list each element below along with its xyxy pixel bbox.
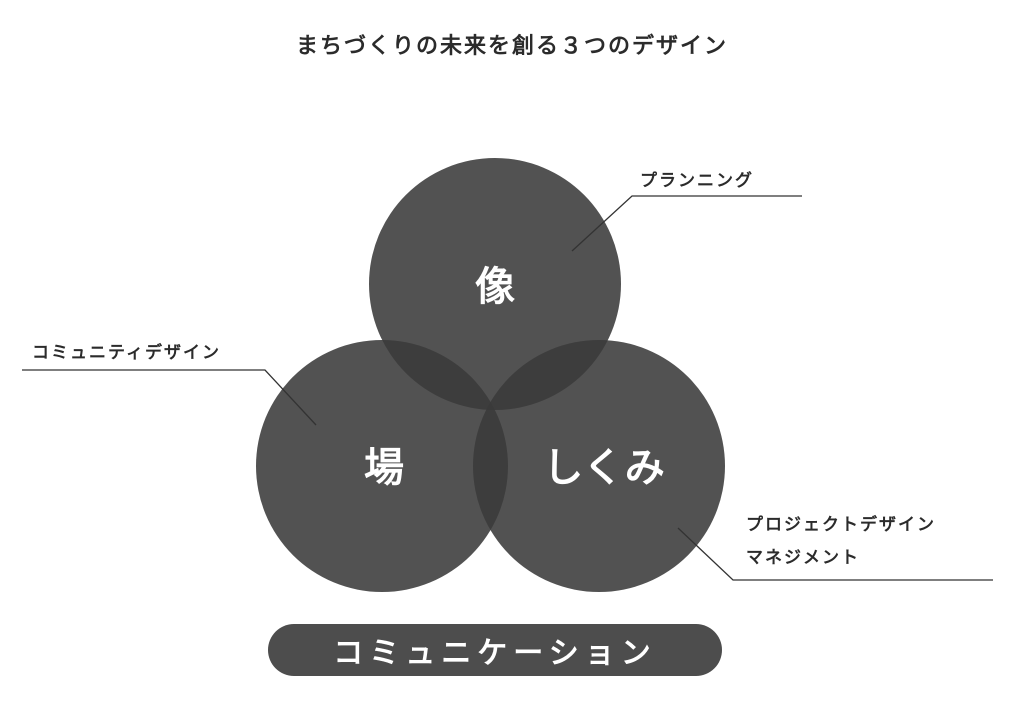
circle-right — [473, 340, 725, 592]
callout-label-project-line2: マネジメント — [746, 548, 860, 568]
circle-label-top: 像 — [475, 264, 515, 310]
circle-label-right: しくみ — [543, 445, 665, 491]
callout-line-community — [22, 369, 317, 426]
callout-label-planning: プランニング — [640, 171, 754, 191]
callout-label-community: コミュニティデザイン — [32, 343, 221, 363]
callout-line-project — [677, 527, 993, 581]
circle-label-left: 場 — [364, 445, 404, 491]
callout-label-project-line1: プロジェクトデザイン — [746, 515, 936, 535]
circle-left — [256, 340, 508, 592]
communication-pill-label: コミュニケーション — [333, 636, 657, 671]
diagram-title: まちづくりの未来を創る３つのデザイン — [295, 34, 728, 59]
communication-pill: コミュニケーション — [268, 624, 722, 676]
callout-line-planning — [571, 195, 802, 252]
